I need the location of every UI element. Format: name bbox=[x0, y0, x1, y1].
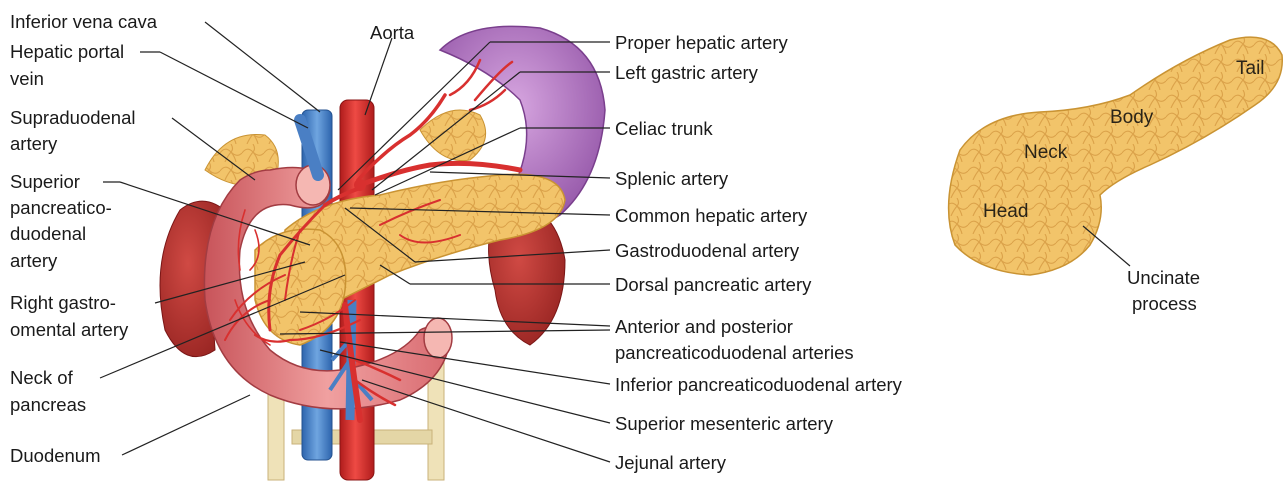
label-superior-pd-line3: duodenal bbox=[10, 222, 86, 245]
label-neck: Neck bbox=[1024, 142, 1067, 164]
label-splenic-artery: Splenic artery bbox=[615, 167, 728, 190]
label-uncinate-process-line2: process bbox=[1132, 292, 1197, 315]
label-inferior-vena-cava: Inferior vena cava bbox=[10, 10, 157, 33]
label-superior-mesenteric-artery: Superior mesenteric artery bbox=[615, 412, 833, 435]
label-left-gastric-artery: Left gastric artery bbox=[615, 61, 758, 84]
label-aorta: Aorta bbox=[370, 21, 414, 44]
label-gastroduodenal-artery: Gastroduodenal artery bbox=[615, 239, 799, 262]
label-head: Head bbox=[983, 201, 1028, 223]
label-jejunal-artery: Jejunal artery bbox=[615, 451, 726, 474]
celiac-trunk-origin bbox=[354, 179, 366, 191]
label-supraduodenal-line1: Supraduodenal bbox=[10, 106, 136, 129]
label-superior-pd-line4: artery bbox=[10, 249, 57, 272]
label-hepatic-portal-vein-line1: Hepatic portal bbox=[10, 40, 124, 63]
label-uncinate-process-line1: Uncinate bbox=[1127, 266, 1200, 289]
jejunum-opening bbox=[424, 318, 452, 358]
label-duodenum: Duodenum bbox=[10, 444, 101, 467]
label-right-gastroomental-line1: Right gastro- bbox=[10, 291, 116, 314]
label-tail: Tail bbox=[1236, 58, 1265, 80]
label-right-gastroomental-line2: omental artery bbox=[10, 318, 128, 341]
label-inferior-pd-artery: Inferior pancreaticoduodenal artery bbox=[615, 373, 902, 396]
label-proper-hepatic-artery: Proper hepatic artery bbox=[615, 31, 788, 54]
isolated-pancreas bbox=[949, 37, 1283, 275]
pancreas-outline bbox=[949, 37, 1283, 275]
label-superior-pd-line1: Superior bbox=[10, 170, 80, 193]
label-ant-post-pd-line2: pancreaticoduodenal arteries bbox=[615, 341, 854, 364]
label-neck-of-pancreas-line2: pancreas bbox=[10, 393, 86, 416]
label-dorsal-pancreatic-artery: Dorsal pancreatic artery bbox=[615, 273, 811, 296]
label-celiac-trunk: Celiac trunk bbox=[615, 117, 713, 140]
label-common-hepatic-artery: Common hepatic artery bbox=[615, 204, 807, 227]
label-body: Body bbox=[1110, 107, 1153, 129]
label-neck-of-pancreas-line1: Neck of bbox=[10, 366, 73, 389]
label-superior-pd-line2: pancreatico- bbox=[10, 196, 112, 219]
label-supraduodenal-line2: artery bbox=[10, 132, 57, 155]
label-hepatic-portal-vein-line2: vein bbox=[10, 67, 44, 90]
label-ant-post-pd-line1: Anterior and posterior bbox=[615, 315, 793, 338]
